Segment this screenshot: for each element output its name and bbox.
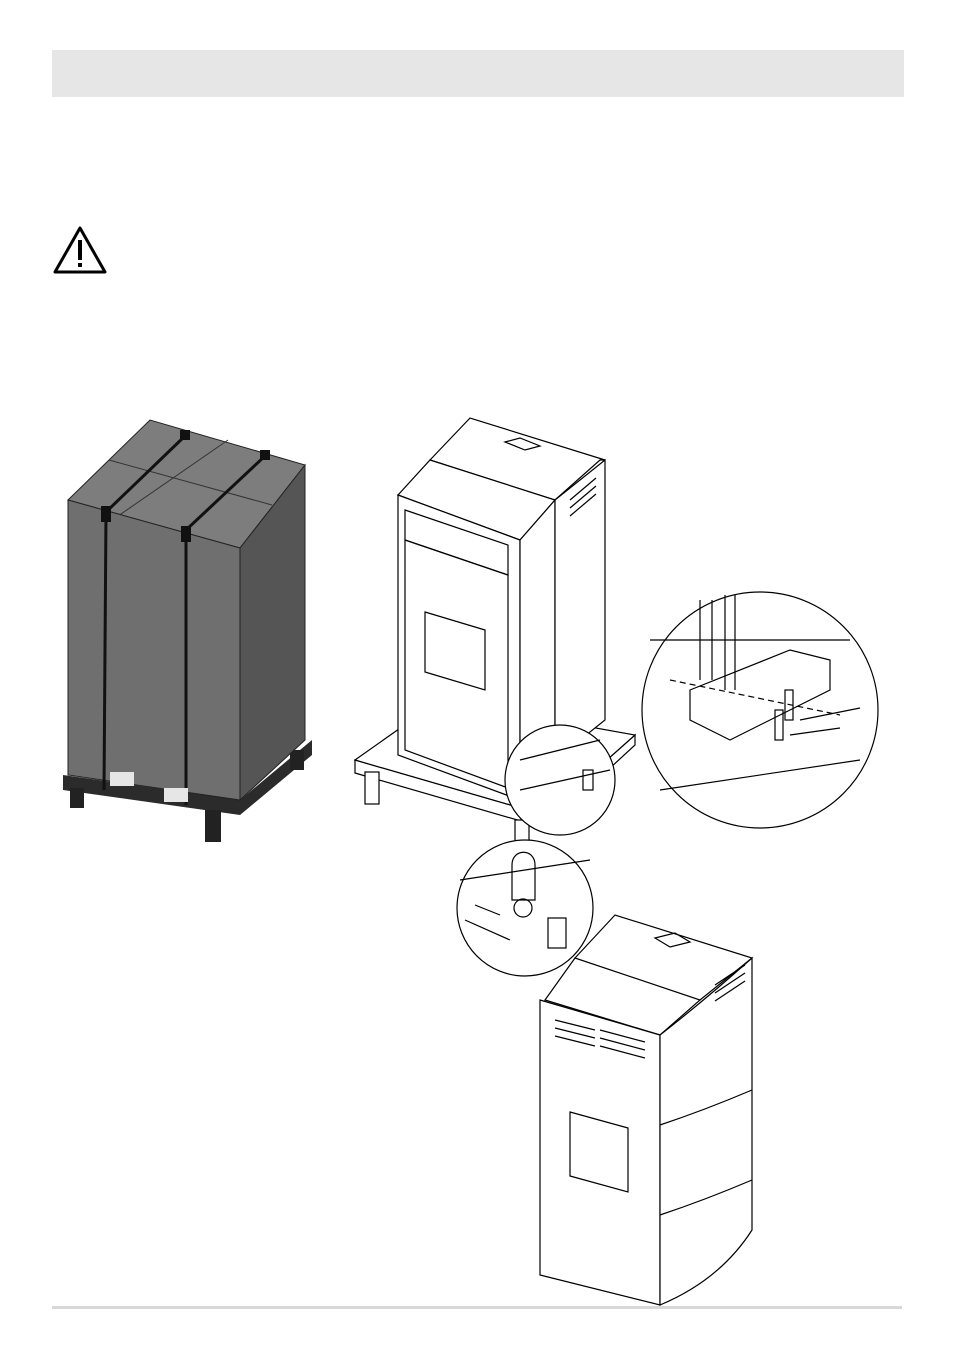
footer-rule (52, 1306, 902, 1309)
stove-on-pallet-bracket-detail (353, 417, 879, 843)
lifting-eye-detail (456, 839, 594, 977)
warning-triangle-icon (53, 226, 107, 274)
header-bar (52, 50, 904, 97)
assembled-stove (539, 914, 754, 1306)
packaged-stove-on-pallet (63, 419, 312, 842)
